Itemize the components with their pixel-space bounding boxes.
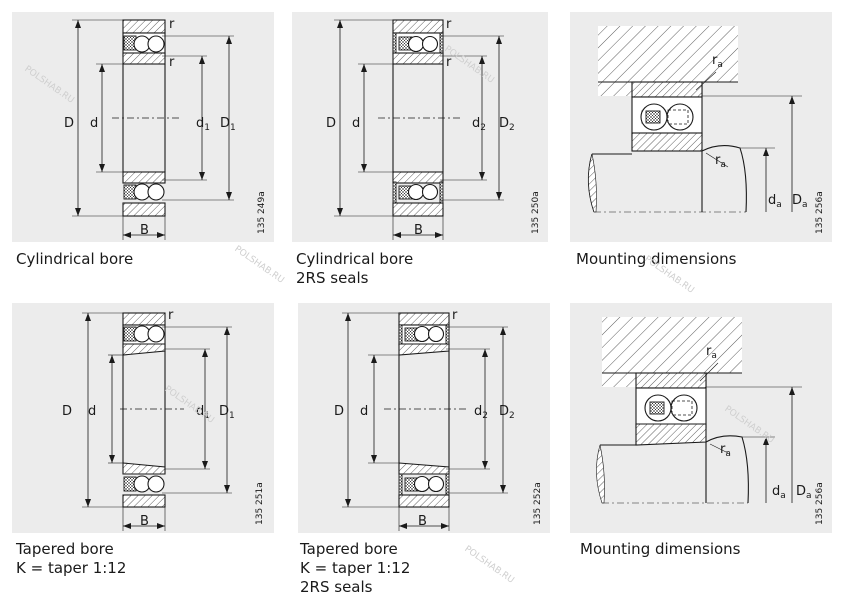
watermark: POLSHAB.RU bbox=[232, 244, 286, 286]
panel-mounting-dimensions-2: ra ra da Da 135 256a bbox=[570, 303, 832, 533]
panel-cylindrical-bore-2rs: D d d2 D2 B r r 135 250a bbox=[292, 12, 548, 242]
label-r-top: r bbox=[168, 308, 174, 323]
mounting-drawing-1: ra ra da Da 135 256a bbox=[587, 26, 825, 234]
watermark: POLSHAB.RU bbox=[462, 544, 516, 586]
drawing-code: 135 252a bbox=[533, 482, 543, 525]
caption-tapered-bore-2rs: Tapered bore K = taper 1:12 2RS seals bbox=[300, 540, 410, 597]
caption-line: Tapered bore bbox=[16, 540, 114, 558]
panel-cylindrical-bore: D d d1 D1 B r r 135 249a bbox=[12, 12, 274, 242]
caption-cylindrical-bore-2rs: Cylindrical bore 2RS seals bbox=[296, 250, 413, 288]
bearing-drawing-cylindrical: D d d1 D1 B r r 135 249a bbox=[64, 17, 267, 240]
caption-cylindrical-bore: Cylindrical bore bbox=[16, 250, 133, 269]
label-D: D bbox=[326, 116, 336, 131]
caption-tapered-bore: Tapered bore K = taper 1:12 bbox=[16, 540, 126, 578]
label-r-top: r bbox=[169, 17, 175, 32]
label-d: d bbox=[88, 404, 96, 419]
panel-tapered-bore-2rs: D d d2 D2 B r 135 252a bbox=[298, 303, 550, 533]
label-da: da bbox=[772, 484, 786, 501]
caption-line: Cylindrical bore bbox=[16, 250, 134, 268]
caption-line: Tapered bore bbox=[300, 540, 398, 558]
label-B: B bbox=[140, 223, 149, 238]
label-ra-bottom: ra bbox=[720, 442, 731, 459]
label-B: B bbox=[418, 514, 427, 529]
label-D2: D2 bbox=[499, 116, 515, 133]
caption-line: 2RS seals bbox=[300, 578, 373, 596]
label-ra-top: ra bbox=[712, 53, 723, 70]
label-da: da bbox=[768, 193, 782, 210]
caption-mounting-dimensions-2: Mounting dimensions bbox=[580, 540, 741, 559]
label-B: B bbox=[414, 223, 423, 238]
drawing-code: 135 251a bbox=[255, 482, 265, 525]
label-r-inner: r bbox=[446, 55, 452, 70]
caption-mounting-dimensions-1: Mounting dimensions bbox=[576, 250, 737, 269]
label-ra-bottom: ra bbox=[715, 153, 726, 170]
label-Da: Da bbox=[796, 484, 812, 501]
label-ra-top: ra bbox=[706, 344, 717, 361]
label-d: d bbox=[352, 116, 360, 131]
panel-tapered-bore: D d d1 D1 B r 135 251a bbox=[12, 303, 274, 533]
label-r-top: r bbox=[446, 17, 452, 32]
label-D2: D2 bbox=[499, 404, 515, 421]
drawing-code: 135 250a bbox=[531, 191, 541, 234]
label-d2: d2 bbox=[472, 116, 486, 133]
label-D: D bbox=[64, 116, 74, 131]
label-D: D bbox=[334, 404, 344, 419]
caption-line: K = taper 1:12 bbox=[300, 559, 411, 577]
label-d1: d1 bbox=[196, 116, 210, 133]
caption-line: 2RS seals bbox=[296, 269, 369, 287]
caption-line: K = taper 1:12 bbox=[16, 559, 127, 577]
label-d: d bbox=[90, 116, 98, 131]
drawing-code: 135 256a bbox=[815, 482, 825, 525]
bearing-drawing-cylindrical-2rs: D d d2 D2 B r r 135 250a bbox=[326, 17, 541, 240]
label-d1: d1 bbox=[196, 404, 210, 421]
label-d: d bbox=[360, 404, 368, 419]
caption-line: Mounting dimensions bbox=[576, 250, 737, 268]
label-B: B bbox=[140, 514, 149, 529]
label-r-top: r bbox=[452, 308, 458, 323]
label-d2: d2 bbox=[474, 404, 488, 421]
bearing-drawing-tapered: D d d1 D1 B r 135 251a bbox=[62, 308, 265, 531]
panel-mounting-dimensions-1: ra ra da Da 135 256a bbox=[570, 12, 832, 242]
bearing-drawing-tapered-2rs: D d d2 D2 B r 135 252a bbox=[334, 308, 543, 531]
drawing-code: 135 256a bbox=[815, 191, 825, 234]
label-D: D bbox=[62, 404, 72, 419]
caption-line: Cylindrical bore bbox=[296, 250, 414, 268]
label-D1: D1 bbox=[219, 404, 235, 421]
label-r-inner: r bbox=[169, 55, 175, 70]
label-D1: D1 bbox=[220, 116, 236, 133]
drawing-code: 135 249a bbox=[257, 191, 267, 234]
mounting-drawing-2: ra ra da Da 135 256a bbox=[596, 317, 825, 525]
label-Da: Da bbox=[792, 193, 808, 210]
caption-line: Mounting dimensions bbox=[580, 540, 741, 558]
